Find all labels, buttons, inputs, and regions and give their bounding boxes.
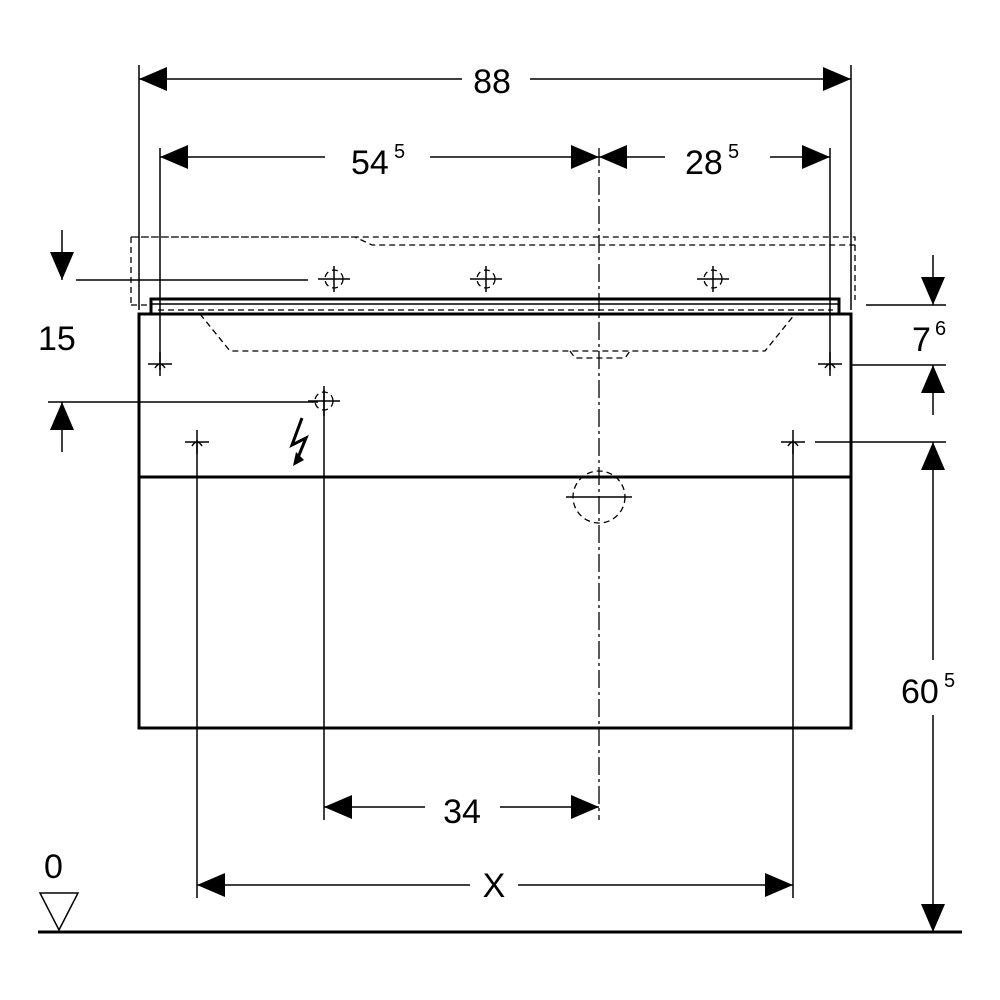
dim-label-54-sup: 5	[394, 141, 405, 163]
cabinet-body	[137, 297, 853, 730]
dim-label-7: 7	[912, 321, 931, 359]
floor-level-triangle-icon	[38, 892, 80, 932]
dim-left-height: 15	[38, 230, 76, 452]
dim-right-offset: 7 6	[912, 255, 946, 415]
dim-label-28-sup: 5	[728, 141, 739, 163]
basin-top-outline	[131, 236, 856, 246]
mount-point-right	[818, 352, 842, 376]
dim-label-88: 88	[473, 63, 511, 101]
floor: 0	[38, 848, 962, 934]
dim-label-60: 60	[901, 673, 939, 711]
mount-point-top-3	[697, 266, 729, 292]
dim-right-span: 28 5	[599, 141, 830, 182]
electric-point	[308, 386, 340, 416]
dim-label-28: 28	[685, 144, 723, 182]
dim-label-x: X	[483, 867, 506, 905]
dim-drain-offset: 34	[324, 793, 599, 831]
hole-right	[781, 430, 805, 454]
dim-label-15: 15	[38, 320, 76, 358]
washbasin-rim	[149, 297, 841, 314]
dim-label-54: 54	[351, 144, 389, 182]
lightning-bolt-icon	[289, 417, 309, 466]
drain-outline	[569, 350, 631, 359]
hole-left	[185, 430, 209, 454]
basin-bowl-outline	[199, 313, 796, 352]
floor-level-label: 0	[44, 848, 63, 886]
mount-point-left	[148, 352, 172, 376]
hidden-lines	[130, 236, 856, 524]
dim-hole-spacing: X	[197, 867, 793, 905]
fixing-points	[148, 266, 842, 454]
dim-label-60-sup: 5	[944, 670, 955, 692]
dim-left-span: 54 5	[160, 141, 599, 182]
dim-label-7-sup: 6	[935, 318, 946, 340]
dim-label-34: 34	[443, 793, 481, 831]
mount-point-top-2	[470, 266, 502, 292]
center-lines	[48, 65, 946, 898]
dim-mount-height: 60 5	[901, 442, 955, 932]
dim-total-width: 88	[139, 63, 851, 101]
mount-point-top-1	[318, 266, 350, 292]
cabinet-outline	[137, 312, 853, 730]
